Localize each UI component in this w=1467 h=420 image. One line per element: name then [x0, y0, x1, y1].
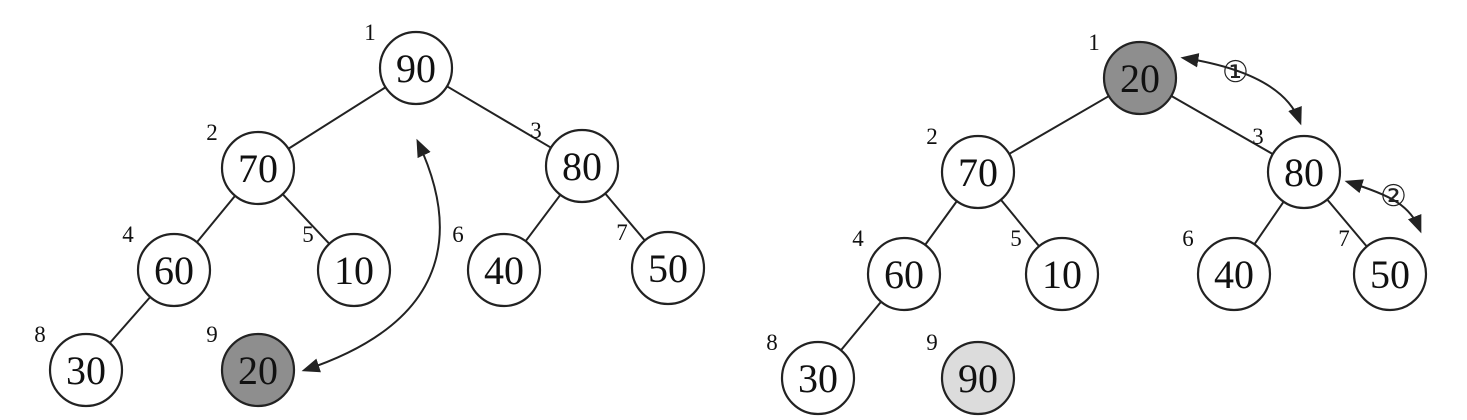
heap-before-swap-edge-3-7: [604, 192, 646, 242]
step-1-label: ①: [1222, 55, 1249, 90]
node-value: 40: [484, 248, 524, 293]
node-value: 10: [334, 248, 374, 293]
heap-before-swap-node-1: 90 1: [364, 20, 454, 106]
swap-arrow: [301, 138, 441, 373]
node-index: 8: [766, 330, 778, 355]
heap-after-swap-node-5: 10 5: [1010, 226, 1100, 312]
heap-after-swap-node-8: 30 8: [766, 330, 856, 416]
heap-before-swap-edge-3-6: [524, 194, 562, 242]
node-index: 3: [530, 118, 542, 143]
heap-after-swap-edge-1-2: [1008, 95, 1110, 155]
node-index: 7: [1338, 226, 1350, 251]
node-value: 60: [884, 252, 924, 297]
node-value: 30: [66, 348, 106, 393]
node-value: 20: [1120, 56, 1160, 101]
node-circle: [316, 232, 392, 308]
node-value: 90: [396, 46, 436, 91]
node-index: 9: [206, 322, 218, 347]
heap-after-swap-edge-3-6: [1253, 201, 1285, 245]
heap-before-swap-edge-1-3: [446, 85, 552, 149]
node-circle: [1024, 236, 1100, 312]
heap-before-swap-node-9: 20 9: [206, 322, 296, 408]
node-index: 9: [926, 330, 938, 355]
node-circle: [136, 232, 212, 308]
node-value: 70: [958, 150, 998, 195]
node-index: 2: [926, 124, 938, 149]
node-value: 80: [562, 144, 602, 189]
heap-before-swap-node-6: 40 6: [452, 222, 542, 308]
node-value: 90: [958, 356, 998, 401]
node-circle: [1266, 134, 1342, 210]
heap-after-swap-node-3: 80 3: [1252, 124, 1342, 210]
heap-before-swap-node-8: 30 8: [34, 322, 124, 408]
node-index: 6: [452, 222, 464, 247]
heap-after-swap-node-9: 90 9: [926, 330, 1016, 416]
node-index: 5: [1010, 226, 1022, 251]
node-value: 40: [1214, 252, 1254, 297]
node-index: 1: [364, 20, 376, 45]
heap-before-swap-edge-2-4: [196, 195, 236, 243]
node-circle: [780, 340, 856, 416]
node-value: 70: [238, 146, 278, 191]
node-index: 4: [852, 226, 864, 251]
heap-after-swap-node-2: 70 2: [926, 124, 1016, 210]
node-circle: [48, 332, 124, 408]
node-value: 30: [798, 356, 838, 401]
node-circle: [866, 236, 942, 312]
node-circle: [630, 230, 706, 306]
node-circle: [940, 134, 1016, 210]
node-circle: [1102, 40, 1178, 116]
node-circle: [220, 130, 296, 206]
tree-nodes: 90 1 70 2 80 3 60 4 10 5 40 6 50 7 30 8 20 9 20 1 70 2 80 3 60 4 1…: [34, 20, 1428, 416]
sift-arrow-2: [1344, 179, 1422, 234]
tree-edges: [109, 85, 1368, 351]
node-value: 60: [154, 248, 194, 293]
heap-before-swap-node-4: 60 4: [122, 222, 212, 308]
heap-before-swap-edge-1-2: [287, 86, 387, 150]
heap-before-swap-node-3: 80 3: [530, 118, 620, 204]
node-circle: [466, 232, 542, 308]
node-index: 1: [1088, 30, 1100, 55]
node-value: 80: [1284, 150, 1324, 195]
heap-before-swap-node-5: 10 5: [302, 222, 392, 308]
node-circle: [220, 332, 296, 408]
heap-after-swap-edge-4-8: [840, 301, 882, 351]
heap-after-swap-node-6: 40 6: [1182, 226, 1272, 312]
heap-after-swap-edge-2-5: [1000, 199, 1040, 247]
node-index: 3: [1252, 124, 1264, 149]
heap-after-swap-edge-2-4: [924, 200, 958, 246]
node-index: 6: [1182, 226, 1194, 251]
node-index: 5: [302, 222, 314, 247]
heap-after-swap-node-4: 60 4: [852, 226, 942, 312]
node-circle: [1352, 236, 1428, 312]
node-value: 20: [238, 348, 278, 393]
node-circle: [544, 128, 620, 204]
node-value: 10: [1042, 252, 1082, 297]
node-index: 2: [206, 120, 218, 145]
node-index: 7: [616, 220, 628, 245]
node-index: 4: [122, 222, 134, 247]
heap-after-swap-node-7: 50 7: [1338, 226, 1428, 312]
node-index: 8: [34, 322, 46, 347]
node-circle: [378, 30, 454, 106]
heap-before-swap-edge-4-8: [109, 296, 151, 344]
sift-arrow-1: [1180, 53, 1302, 126]
node-value: 50: [1370, 252, 1410, 297]
heap-before-swap-node-2: 70 2: [206, 120, 296, 206]
step-2-label: ②: [1380, 179, 1407, 214]
heap-after-swap-node-1: 20 1: [1088, 30, 1178, 116]
node-circle: [940, 340, 1016, 416]
node-value: 50: [648, 246, 688, 291]
heap-before-swap-node-7: 50 7: [616, 220, 706, 306]
node-circle: [1196, 236, 1272, 312]
